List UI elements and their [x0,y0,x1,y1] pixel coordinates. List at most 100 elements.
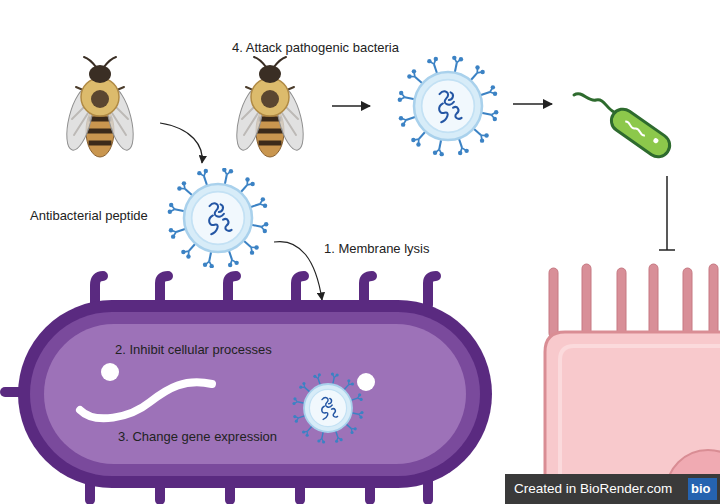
spike-tip [169,228,173,232]
pathogen-dna [625,121,646,137]
node-shape [0,300,502,504]
spike-tip [322,440,325,443]
spike-tip [484,133,488,137]
spike-tip [293,415,296,418]
microvillus [582,264,591,338]
spike-tip [493,92,497,96]
spike-tip [169,203,173,207]
vesicle-lumen [192,192,245,245]
spike-tip [464,149,468,153]
cell-wall [18,300,492,488]
spike-tip [347,379,350,382]
inhibition-bar [659,249,675,251]
inhibition-line [666,176,668,250]
drawn-figures [62,56,499,157]
watermark: Created in BioRender.com [514,481,672,497]
microvillus [683,268,692,338]
spike-tip [475,65,479,69]
bee-stripe [89,141,112,146]
spike-tip [493,117,497,121]
peptide-label: Antibacterial peptide [30,208,148,224]
spike [297,402,304,403]
vesicle-membrane [414,72,482,140]
spike-tip [412,69,416,73]
peptide-node: Antibacterial peptide [28,168,274,268]
honeybee [232,57,309,157]
spike-tip [494,110,498,114]
peptide-chain [439,91,461,122]
peptide-chain [322,398,338,420]
spike-tip [186,254,190,258]
spike [204,176,207,186]
spike-tip [336,373,339,376]
spike [189,243,196,251]
bee-stripe [257,129,283,134]
spike-tip [399,116,403,120]
spike [307,426,312,431]
spike [419,131,426,139]
spike-tip [264,222,268,226]
spike-tip [293,397,296,400]
spike-tip [434,57,438,61]
spike-tip [351,382,354,385]
spike-tip [209,264,213,268]
cell-membrane [30,312,480,476]
peptide-vesicle [292,372,363,443]
spike-tip [292,402,295,405]
spike-tip [359,416,362,419]
spike [336,431,338,438]
spike-tip [222,168,226,172]
spike [481,113,491,115]
spike-tip [411,138,415,142]
spike-tip [229,169,233,173]
spike-tip [360,411,363,414]
spike-tip [204,169,208,173]
vesicle-lumen [422,80,475,133]
arrow [332,105,370,107]
spike-tip [340,438,343,441]
spike [185,189,193,196]
watermark-box [505,474,720,504]
spike [251,225,261,227]
bee-thorax-spot [261,90,279,108]
vesicle-membrane [304,384,352,432]
spike-tip [401,122,405,126]
plasmid [101,363,119,381]
spike [176,229,186,232]
flagellum [428,276,436,305]
bee-thorax [251,78,289,116]
bacterium-cell: 2. Inhibit cellular processes 3. Change g… [0,300,502,504]
connector-arrow [274,242,322,300]
spike [209,251,211,261]
curved-arrow [160,123,202,163]
spike-tip [234,261,238,265]
honeybee [62,57,139,157]
spike-tip [295,420,298,423]
pathogen-granule [652,137,659,144]
spike-tip [317,439,320,442]
plasmid [357,373,375,391]
pathogen-bacterium [607,105,674,162]
spike-tip [407,74,411,78]
spike [346,424,351,429]
dna-strand [80,382,212,418]
spike [439,139,441,149]
bee-stripe [87,129,113,134]
process-label: 3. Change gene expression [118,429,277,445]
microvillus [709,264,718,338]
spike-tip [168,209,172,213]
spike-tip [254,245,258,249]
bee-thorax [81,78,119,116]
watermark-logo-text: bio [691,481,711,497]
peptide-chain [209,203,231,234]
spike [405,97,415,99]
spike [406,117,416,120]
spike-tip [452,56,456,60]
spike-tip [427,59,431,63]
spike-tip [299,386,302,389]
process-label: 2. Inhibit cellular processes [115,342,272,358]
spike-tip [318,373,321,376]
bee-antenna [84,57,116,67]
vesicle-membrane [184,184,252,252]
